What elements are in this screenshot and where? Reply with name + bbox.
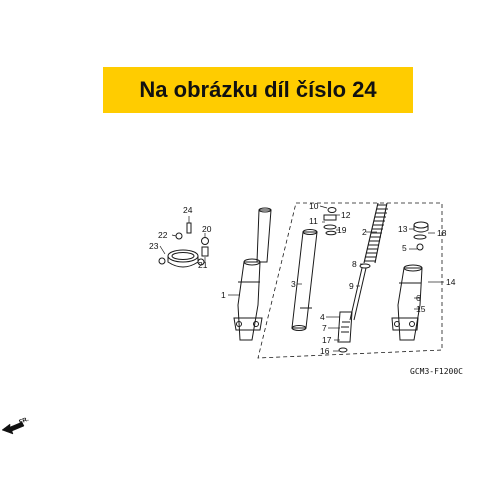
top-cap-stack bbox=[323, 207, 337, 236]
callout-10: 10 bbox=[309, 201, 319, 211]
callout-19: 19 bbox=[337, 225, 347, 235]
callout-labels: 1 2 3 4 5 6 7 8 9 10 11 12 13 14 15 16 1… bbox=[149, 201, 456, 356]
title-banner: Na obrázku díl číslo 24 bbox=[103, 67, 413, 113]
banner-text: Na obrázku díl číslo 24 bbox=[139, 77, 377, 102]
callout-21: 21 bbox=[198, 260, 208, 270]
fork-spring bbox=[363, 202, 388, 264]
callout-3: 3 bbox=[291, 279, 296, 289]
right-cap-stack bbox=[413, 221, 429, 251]
front-arrow-icon: FR. bbox=[1, 417, 31, 435]
leader-lines bbox=[159, 205, 444, 352]
callout-11: 11 bbox=[309, 216, 318, 226]
callout-23: 23 bbox=[149, 241, 159, 251]
callout-2: 2 bbox=[362, 227, 367, 237]
callout-4: 4 bbox=[320, 312, 325, 322]
callout-5: 5 bbox=[402, 243, 407, 253]
callout-17: 17 bbox=[322, 335, 332, 345]
callout-8: 8 bbox=[352, 259, 357, 269]
callout-12: 12 bbox=[341, 210, 351, 220]
callout-14: 14 bbox=[446, 277, 456, 287]
diagram-code: GCM3-F1200C bbox=[410, 367, 463, 376]
callout-13: 13 bbox=[398, 224, 408, 234]
callout-7: 7 bbox=[322, 323, 327, 333]
callout-1: 1 bbox=[221, 290, 226, 300]
outer-fork-tube-right bbox=[391, 264, 423, 341]
callout-16: 16 bbox=[320, 346, 330, 356]
callout-9: 9 bbox=[349, 281, 354, 291]
callout-22: 22 bbox=[158, 230, 168, 240]
callout-20: 20 bbox=[202, 224, 212, 234]
fork-pipe bbox=[291, 229, 318, 331]
callout-24: 24 bbox=[183, 205, 193, 215]
front-arrow-label: FR. bbox=[19, 417, 31, 426]
callout-18: 18 bbox=[437, 228, 447, 238]
outer-fork-tube-left bbox=[233, 207, 272, 341]
callout-15: 15 bbox=[416, 304, 426, 314]
callout-6: 6 bbox=[416, 293, 421, 303]
clamp-assembly bbox=[158, 222, 209, 268]
damper-rod bbox=[337, 263, 371, 353]
